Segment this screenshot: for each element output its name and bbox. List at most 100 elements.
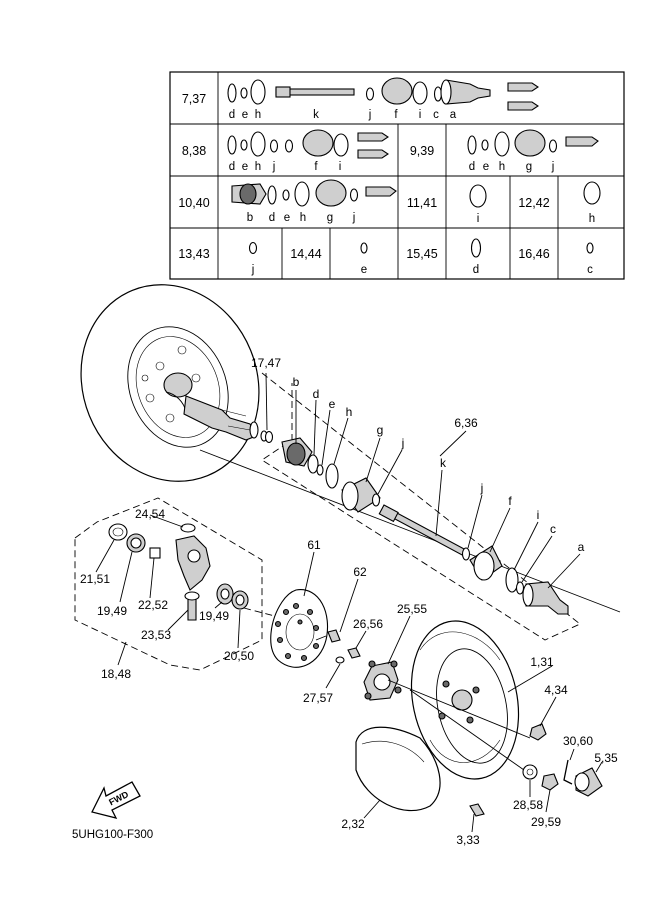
table-row-10-40-parts <box>231 179 397 207</box>
part-c-ring-icon <box>586 242 594 254</box>
table-row-key: 14,44 <box>290 247 321 261</box>
svg-text:28,58: 28,58 <box>513 798 543 812</box>
leader-line <box>595 761 603 773</box>
knuckle-parts <box>108 523 249 621</box>
svg-text:h: h <box>499 161 505 173</box>
table-row-8-38-parts <box>227 129 389 159</box>
part-h-clamp-icon <box>583 181 601 205</box>
label-boot-nut: 17,47 <box>251 356 281 370</box>
label-knuckle-assembly: 18,48 <box>101 667 131 681</box>
parts-table: 7,37 8,38 9,39 10,40 11,41 12,42 13,43 1… <box>169 71 625 280</box>
svg-text:30,60: 30,60 <box>563 734 593 748</box>
svg-text:d: d <box>229 161 235 173</box>
leader-line <box>325 663 341 689</box>
svg-text:j: j <box>368 109 372 121</box>
svg-text:c: c <box>550 522 556 536</box>
washer-28-58 <box>522 764 538 780</box>
nut-29-59 <box>541 773 559 791</box>
svg-text:21,51: 21,51 <box>80 572 110 586</box>
svg-text:f: f <box>508 494 512 508</box>
svg-text:e: e <box>284 212 290 224</box>
svg-text:j: j <box>272 161 276 173</box>
svg-text:g: g <box>526 161 532 173</box>
svg-text:a: a <box>450 109 457 121</box>
svg-text:d: d <box>313 387 320 401</box>
svg-text:h: h <box>300 212 306 224</box>
table-letter: j <box>251 264 255 276</box>
table-row-key: 16,46 <box>518 247 549 261</box>
svg-text:a: a <box>578 540 585 554</box>
table-letter: i <box>477 213 480 225</box>
leader-line <box>507 665 553 693</box>
svg-text:e: e <box>242 109 248 121</box>
part-labels: 61 62 26,56 25,55 27,57 1,31 4,34 30,60 … <box>303 538 618 847</box>
table-row-key: 12,42 <box>518 196 549 210</box>
svg-text:k: k <box>313 109 319 121</box>
svg-text:5,35: 5,35 <box>594 751 618 765</box>
table-letter: d <box>473 264 479 276</box>
table-row-key: 11,41 <box>407 196 437 210</box>
svg-text:k: k <box>440 456 447 470</box>
leader-line <box>199 449 621 613</box>
svg-text:f: f <box>394 109 398 121</box>
svg-text:d: d <box>269 212 275 224</box>
leader-line <box>303 551 315 597</box>
svg-text:b: b <box>247 212 253 224</box>
bolt-26-56 <box>335 647 361 664</box>
leader-line <box>569 748 575 761</box>
svg-text:19,49: 19,49 <box>97 604 127 618</box>
leader-line <box>387 679 531 739</box>
leader-line <box>471 813 475 833</box>
svg-text:27,57: 27,57 <box>303 691 333 705</box>
wheel-rim <box>410 620 520 780</box>
table-row-key: 13,43 <box>178 247 209 261</box>
svg-text:19,49: 19,49 <box>199 609 229 623</box>
part-j-ring-icon <box>248 241 258 255</box>
svg-text:e: e <box>329 397 336 411</box>
drive-shaft-leaders <box>265 372 581 589</box>
svg-text:e: e <box>242 161 248 173</box>
svg-text:h: h <box>255 161 261 173</box>
svg-text:j: j <box>401 436 405 450</box>
diagram-code: 5UHG100-F300 <box>72 829 153 841</box>
table-row-key: 9,39 <box>410 144 434 158</box>
leader-line <box>363 799 381 819</box>
svg-text:j: j <box>352 212 356 224</box>
leader-line <box>439 430 467 457</box>
part-d-ring-icon <box>470 238 482 258</box>
svg-text:23,53: 23,53 <box>141 628 171 642</box>
table-row-7-37-letters: d e h k j f i c a <box>229 109 457 121</box>
svg-text:22,52: 22,52 <box>138 598 168 612</box>
table-row-key: 8,38 <box>182 144 206 158</box>
svg-text:1,31: 1,31 <box>530 655 554 669</box>
table-row-key: 15,45 <box>406 247 437 261</box>
table-row-10-40-letters: b d e h g j <box>247 212 355 224</box>
svg-text:g: g <box>377 423 384 437</box>
table-row-key: 10,40 <box>178 196 209 210</box>
table-letter: h <box>589 213 595 225</box>
svg-text:d: d <box>229 109 235 121</box>
part-e-ring-icon <box>360 242 368 254</box>
label-drive-shaft-assembly: 6,36 <box>454 416 478 430</box>
svg-text:h: h <box>346 405 353 419</box>
svg-text:29,59: 29,59 <box>531 815 561 829</box>
table-row-7-37-parts <box>227 77 539 111</box>
knuckle-labels: 24,54 21,51 19,49 22,52 23,53 19,49 20,5… <box>80 507 254 681</box>
hub-25-55 <box>363 660 402 701</box>
svg-text:b: b <box>293 375 300 389</box>
table-row-key: 7,37 <box>182 92 206 106</box>
svg-text:h: h <box>255 109 261 121</box>
svg-text:2,32: 2,32 <box>341 817 365 831</box>
svg-text:20,50: 20,50 <box>224 649 254 663</box>
svg-text:25,55: 25,55 <box>397 602 427 616</box>
svg-text:f: f <box>314 161 318 173</box>
brake-disc <box>270 589 329 668</box>
leader-line <box>355 630 367 649</box>
drive-shaft-parts <box>264 430 569 615</box>
svg-text:26,56: 26,56 <box>353 617 383 631</box>
leader-line <box>339 578 359 633</box>
svg-text:e: e <box>483 161 489 173</box>
table-row-9-39-letters: d e h g j <box>469 161 554 173</box>
table-row-9-39-parts <box>467 129 599 157</box>
